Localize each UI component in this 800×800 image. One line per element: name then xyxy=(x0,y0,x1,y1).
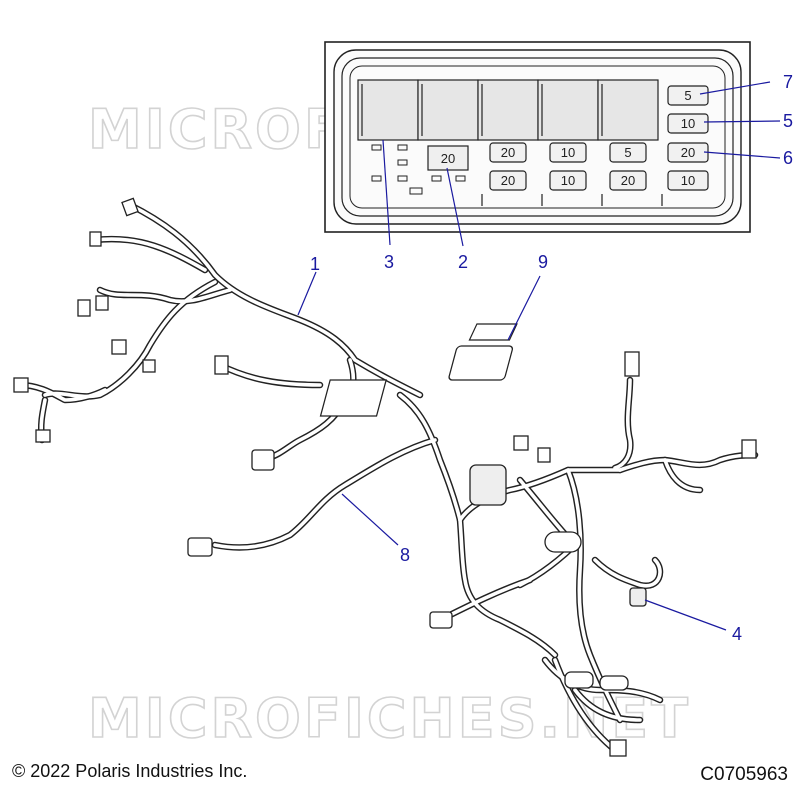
fuse-label: 5 xyxy=(684,88,691,103)
callout-9: 9 xyxy=(538,252,548,272)
callout-8: 8 xyxy=(400,545,410,565)
fuse-label: 20 xyxy=(441,151,455,166)
callout-7: 7 xyxy=(783,72,793,92)
callout-4: 4 xyxy=(732,624,742,644)
fuse-label: 20 xyxy=(621,173,635,188)
fuse-right-column: 5 10 20 10 xyxy=(667,85,709,191)
callout-5: 5 xyxy=(783,111,793,131)
harness-fuse-box xyxy=(319,323,518,417)
copyright-notice: © 2022 Polaris Industries Inc. xyxy=(12,761,248,781)
wire-harness xyxy=(16,201,759,754)
fuse-label: 10 xyxy=(561,173,575,188)
fuse-label: 20 xyxy=(501,173,515,188)
fuse-row-2: 20 10 20 xyxy=(489,170,647,191)
fuse-large-20: 20 xyxy=(427,145,469,171)
fuse-label: 5 xyxy=(624,145,631,160)
relay-block xyxy=(357,79,659,141)
leader-lines xyxy=(297,81,781,631)
terminal-slots xyxy=(371,144,466,195)
fuse-label: 10 xyxy=(681,173,695,188)
callout-3: 3 xyxy=(384,252,394,272)
callout-6: 6 xyxy=(783,148,793,168)
part-code: C0705963 xyxy=(700,764,788,785)
fuse-label: 10 xyxy=(681,116,695,131)
callout-2: 2 xyxy=(458,252,468,272)
fuse-box-tabs xyxy=(481,194,663,206)
fuse-box-inset: 20 20 10 5 20 10 20 5 10 20 xyxy=(324,41,751,233)
fuse-label: 10 xyxy=(561,145,575,160)
callouts: 1 2 3 4 5 6 7 8 9 xyxy=(310,72,793,644)
callout-1: 1 xyxy=(310,254,320,274)
fuse-label: 20 xyxy=(501,145,515,160)
harness-connectors xyxy=(13,197,757,757)
fuse-label: 20 xyxy=(681,145,695,160)
fuse-row-1: 20 10 5 xyxy=(489,142,647,163)
